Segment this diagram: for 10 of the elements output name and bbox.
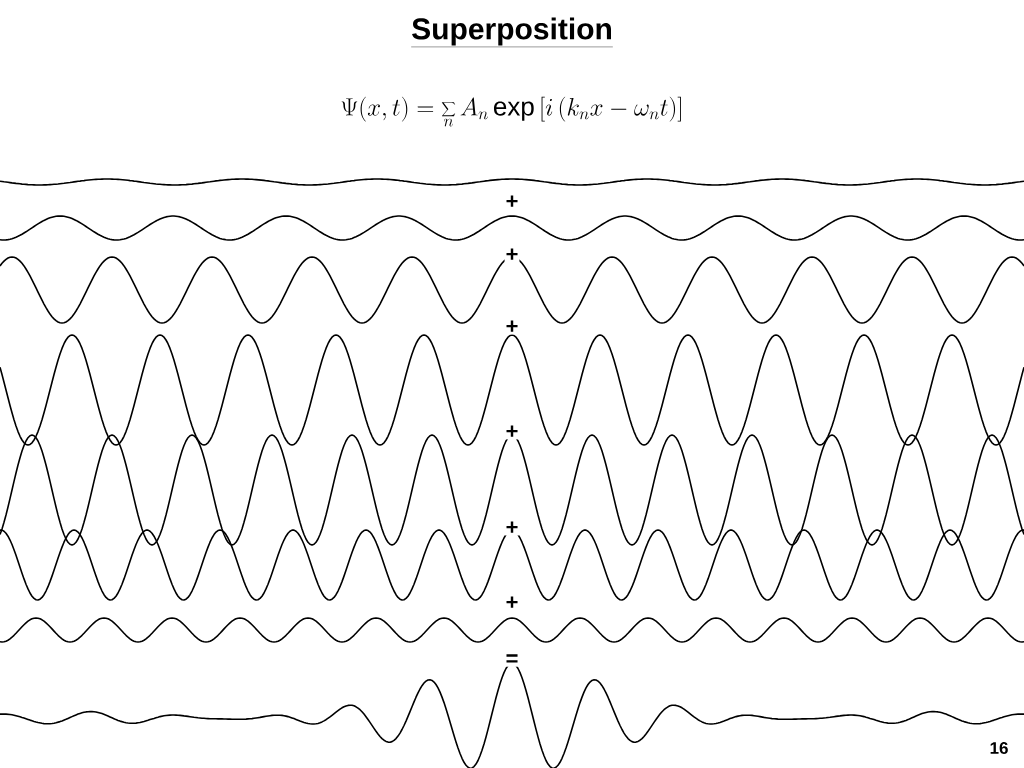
plus-sign: +	[504, 520, 520, 536]
plus-sign: +	[504, 194, 520, 210]
formula: $\Psi(x,t)=\sum_{n} A_n \exp\left[ i\left(k_n x-\omega_n t\right)\right]$	[341, 96, 681, 127]
page-number: 16	[990, 742, 1008, 755]
plus-sign: +	[504, 319, 520, 335]
equals-sign: =	[504, 653, 520, 667]
plus-sign: +	[504, 247, 520, 263]
plus-sign: +	[504, 424, 520, 440]
plus-sign: +	[504, 595, 520, 611]
title: Superposition	[410, 17, 614, 48]
